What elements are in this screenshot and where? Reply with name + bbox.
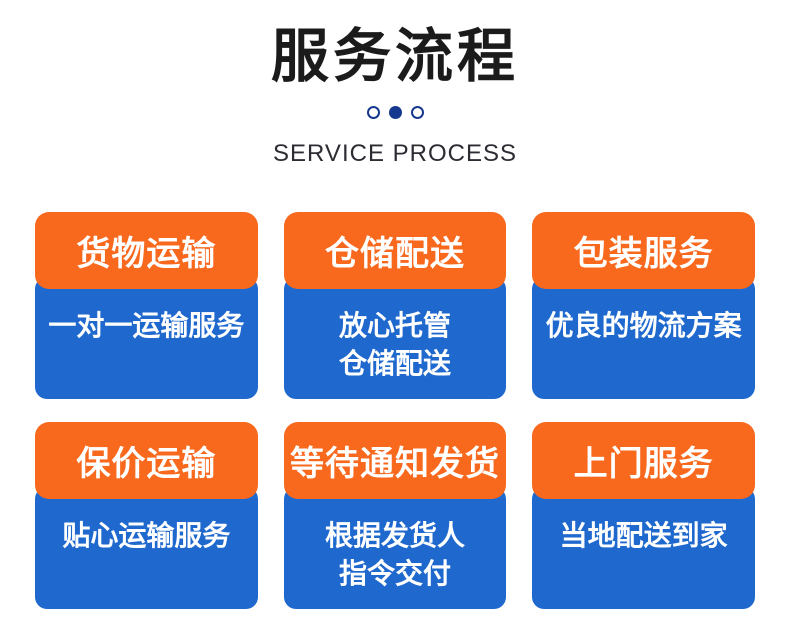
card-header: 等待通知发货 <box>283 422 507 499</box>
card-description-line: 指令交付 <box>338 558 451 589</box>
title-dots <box>0 106 790 119</box>
card-description-line: 当地配送到家 <box>559 520 728 551</box>
card-description: 优良的物流方案 <box>532 277 755 399</box>
dot-outline-icon <box>410 106 424 119</box>
card-description: 放心托管 仓储配送 <box>283 277 507 399</box>
card-description: 当地配送到家 <box>532 487 755 609</box>
card-description-line: 贴心运输服务 <box>62 520 231 551</box>
card-cargo-transport: 货物运输 一对一运输服务 <box>35 212 258 399</box>
card-header: 保价运输 <box>35 422 258 499</box>
dot-outline-icon <box>366 106 380 119</box>
card-description-line: 一对一运输服务 <box>48 310 245 341</box>
card-description-line: 优良的物流方案 <box>545 310 742 341</box>
card-description-line: 仓储配送 <box>338 348 451 379</box>
card-warehousing-distribution: 仓储配送 放心托管 仓储配送 <box>283 212 507 399</box>
card-insured-transport: 保价运输 贴心运输服务 <box>35 422 258 609</box>
dot-filled-icon <box>388 106 402 119</box>
service-process-header: 服务流程 SERVICE PROCESS <box>0 0 790 168</box>
card-packaging-service: 包装服务 优良的物流方案 <box>532 212 755 399</box>
card-header: 仓储配送 <box>283 212 507 289</box>
card-header: 货物运输 <box>35 212 258 289</box>
card-await-shipping-notice: 等待通知发货 根据发货人 指令交付 <box>283 422 507 609</box>
card-description: 根据发货人 指令交付 <box>283 487 507 609</box>
card-description: 贴心运输服务 <box>35 487 258 609</box>
page-title: 服务流程 <box>270 24 519 89</box>
card-description-line: 根据发货人 <box>324 520 465 551</box>
card-description: 一对一运输服务 <box>35 277 258 399</box>
card-header: 包装服务 <box>532 212 755 289</box>
card-description-line: 放心托管 <box>338 310 451 341</box>
card-door-to-door-service: 上门服务 当地配送到家 <box>532 422 755 609</box>
page-subtitle: SERVICE PROCESS <box>273 140 517 167</box>
service-cards-grid: 货物运输 一对一运输服务 仓储配送 放心托管 仓储配送 包装服务 优良的物流方案… <box>35 212 755 609</box>
card-header: 上门服务 <box>532 422 755 499</box>
